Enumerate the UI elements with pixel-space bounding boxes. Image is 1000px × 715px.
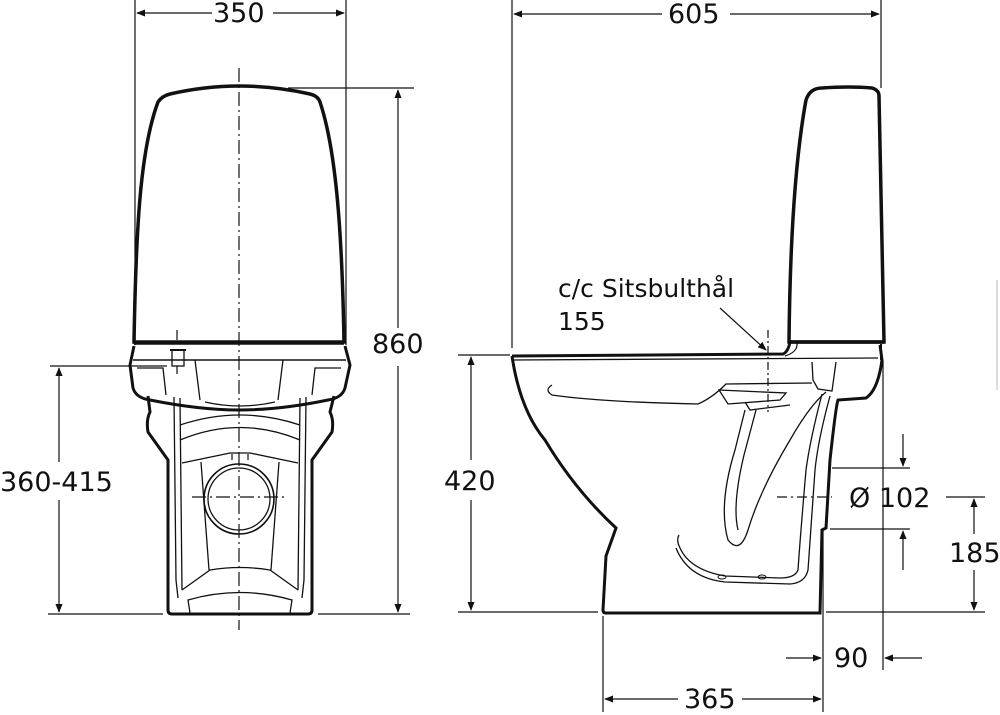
front-width-dimension: 350 xyxy=(213,0,265,29)
outlet-offset-dimension: 90 xyxy=(834,643,869,674)
outlet-diameter-dimension: Ø 102 xyxy=(849,483,931,514)
front-view xyxy=(48,0,414,630)
side-depth-dimension: 605 xyxy=(668,0,720,30)
side-bowl-height-dimension: 420 xyxy=(444,466,496,497)
outlet-height-dimension: 185 xyxy=(949,538,1000,569)
seat-bolt-note-line2: 155 xyxy=(558,307,606,336)
base-depth-dimension: 365 xyxy=(684,684,736,715)
front-seat-height-dimension: 360-415 xyxy=(0,467,113,498)
seat-bolt-note-line1: c/c Sitsbulthål xyxy=(558,274,735,303)
side-view xyxy=(458,0,998,712)
front-total-height-dimension: 860 xyxy=(372,329,424,360)
